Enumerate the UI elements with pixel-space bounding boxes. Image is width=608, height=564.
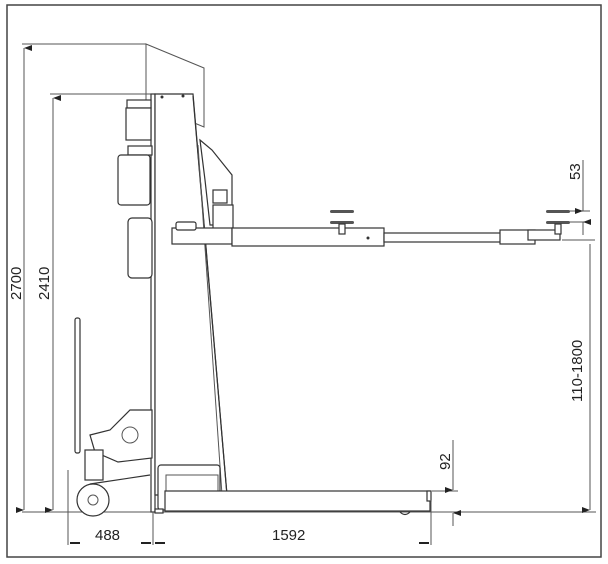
lift-arm: [171, 221, 561, 247]
rear-wheel: [76, 483, 110, 517]
power-unit: [117, 99, 153, 279]
drawing-frame: [6, 4, 602, 558]
dimension-92: [432, 440, 461, 526]
dimension-53: [562, 160, 591, 235]
mast-top-cover: [145, 43, 205, 128]
label-1592: 1592: [272, 527, 305, 544]
dimension-110-1800: [562, 239, 595, 513]
label-53: 53: [567, 163, 584, 180]
dimension-2410: [45, 93, 152, 513]
label-2700: 2700: [8, 267, 25, 300]
dimension-488-1592: [67, 470, 432, 545]
column: [150, 93, 228, 513]
lift-pad-inner: [330, 210, 354, 235]
label-92: 92: [437, 453, 454, 470]
tow-handle: [74, 317, 153, 485]
label-488: 488: [95, 527, 120, 544]
base-leg: [154, 464, 432, 516]
dimension-2700: [16, 43, 146, 513]
label-2410: 2410: [36, 267, 53, 300]
label-110-1800: 110-1800: [569, 340, 586, 402]
carriage: [199, 138, 234, 231]
